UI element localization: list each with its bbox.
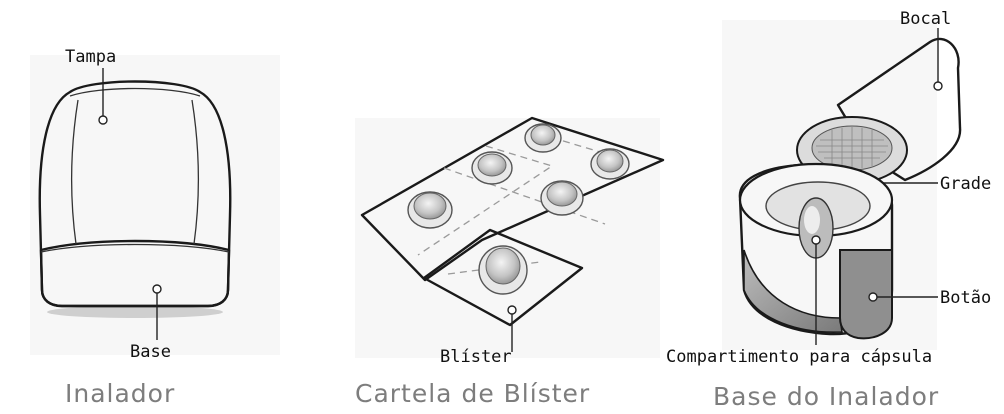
- inhaler-base-band: [39, 239, 231, 308]
- grid-label: Grade: [940, 174, 991, 194]
- mouthpiece: [836, 37, 962, 182]
- button-label: Botão: [940, 288, 991, 308]
- mouthpiece-marker: [933, 81, 943, 91]
- capsule-chamber-marker: [811, 235, 821, 245]
- lid-marker: [98, 115, 108, 125]
- figure-blister-card: Blíster Cartela de Blíster: [355, 116, 665, 408]
- capsule-chamber-highlight: [804, 206, 820, 234]
- figure-inhaler-base: Bocal Grade Botão Compartimento para cáp…: [666, 9, 991, 411]
- single-blister-pill: [478, 245, 528, 295]
- inhaler-shadow: [47, 306, 223, 318]
- base-label: Base: [130, 342, 171, 362]
- inhaler-caption: Inalador: [65, 379, 175, 408]
- single-blister-outline: [422, 228, 584, 327]
- grid-mesh-lines: [816, 127, 888, 170]
- blister-pill: [540, 180, 584, 216]
- blister-pill: [524, 123, 562, 153]
- inhaler-seam: [40, 243, 230, 253]
- capsule-chamber-label: Compartimento para cápsula: [666, 347, 932, 367]
- blister-card-caption: Cartela de Blíster: [355, 379, 590, 408]
- base-marker: [152, 284, 162, 294]
- blister-pill: [407, 191, 453, 229]
- blister-label: Blíster: [440, 347, 512, 367]
- inhaler-base-caption: Base do Inalador: [713, 382, 939, 411]
- blister-pill: [590, 148, 630, 180]
- lid-label: Tampa: [65, 47, 116, 67]
- button-marker: [868, 292, 878, 302]
- mouthpiece-label: Bocal: [900, 9, 951, 29]
- inhaler-lid-top: [69, 87, 201, 97]
- blister-pill: [471, 151, 513, 185]
- figure-inhaler: Tampa Base Inalador: [30, 47, 280, 408]
- blister-marker: [507, 305, 517, 315]
- inhaler-lid-line-left: [71, 99, 79, 245]
- inhaler-lid-line-right: [191, 99, 199, 245]
- blister-card-perforation-1: [443, 167, 606, 225]
- button: [839, 249, 893, 340]
